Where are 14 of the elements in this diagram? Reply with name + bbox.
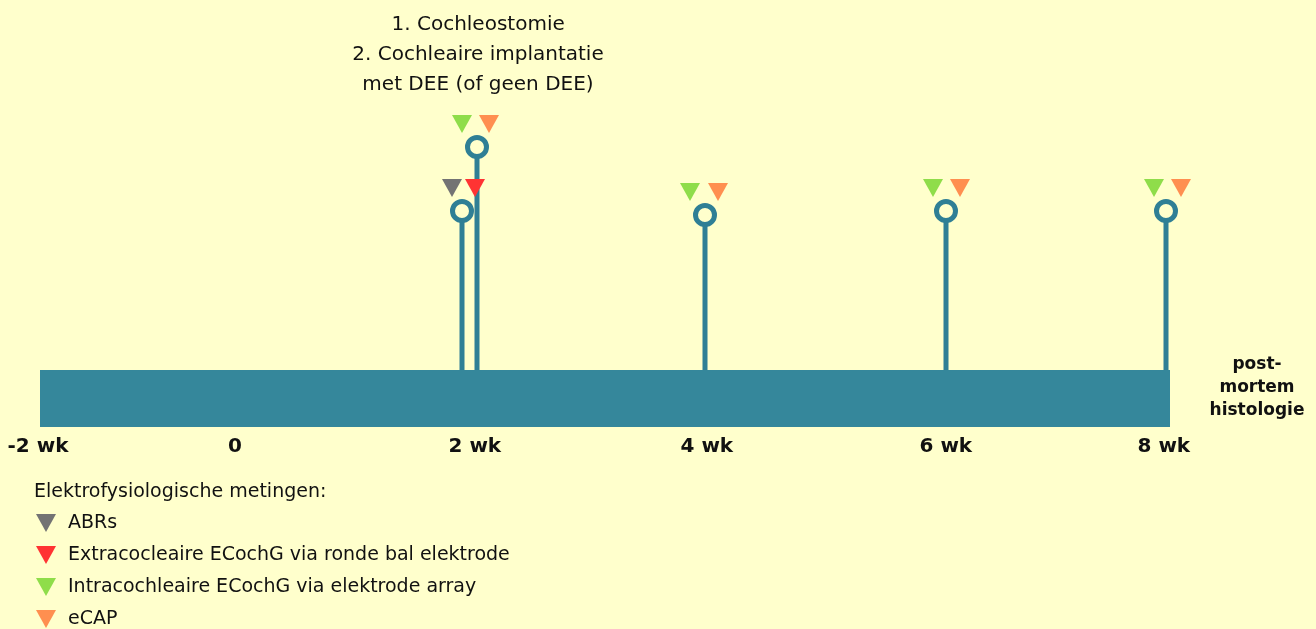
axis-label: -2 wk [7, 432, 69, 459]
axis-label: 4 wk [680, 432, 734, 459]
legend-label: Extracocleaire ECochG via ronde bal elektrode [68, 542, 510, 564]
axis-label: 6 wk [919, 432, 973, 459]
annotation-text: 1. Cochleostomie [391, 10, 565, 37]
note-text: post-mortem histologie [1208, 352, 1306, 421]
annotation-text: 2. Cochleaire implantatie met DEE (of geen DEE) [351, 40, 605, 97]
axis-label: 2 wk [448, 432, 502, 459]
legend-label: eCAP [68, 606, 118, 628]
legend-label: Intracochleaire ECochG via elektrode array [68, 574, 477, 596]
legend-label: ABRs [68, 510, 118, 532]
axis-label: 0 [228, 432, 242, 459]
axis-label: 8 wk [1137, 432, 1191, 459]
legend-heading: Elektrofysiologische metingen: [34, 478, 327, 503]
